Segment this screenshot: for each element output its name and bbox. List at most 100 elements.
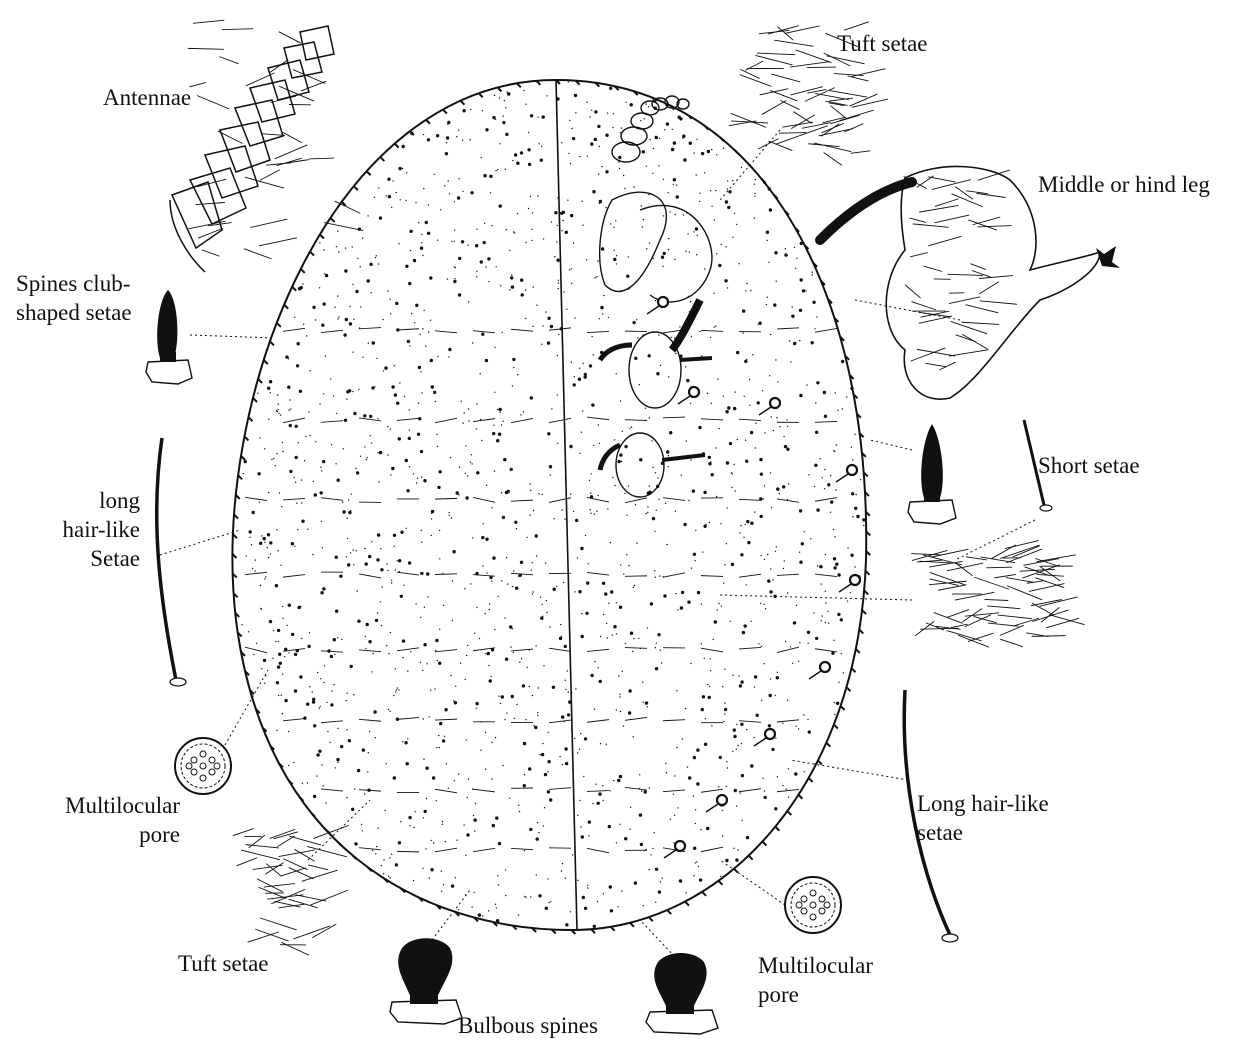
stipple-dot	[525, 318, 526, 319]
stipple-dot	[448, 788, 449, 789]
stipple-dot	[660, 881, 661, 882]
stipple-dot	[651, 440, 652, 441]
stipple-dot	[736, 724, 737, 725]
stipple-dot	[744, 360, 747, 363]
stipple-dot	[567, 670, 568, 671]
pore-stalk	[839, 584, 851, 592]
stipple-dot	[281, 695, 282, 696]
stipple-dot	[431, 510, 434, 513]
marginal-spine	[649, 917, 653, 921]
stipple-dot	[257, 393, 258, 394]
stipple-dot	[696, 861, 697, 862]
stipple-dot	[459, 467, 460, 468]
marginal-setae	[233, 80, 871, 934]
label-antennae: Antennae	[103, 83, 191, 112]
stipple-dot	[644, 118, 645, 119]
stipple-dot	[587, 885, 588, 886]
stipple-dot	[476, 276, 477, 277]
stipple-dot	[378, 263, 379, 264]
stipple-dot	[822, 615, 823, 616]
stipple-dot	[505, 895, 506, 896]
multilocular-pore-right	[785, 877, 841, 933]
pore-stalk	[836, 474, 848, 482]
stipple-dot	[561, 142, 562, 143]
stipple-dot	[580, 826, 581, 827]
stipple-dot	[599, 146, 600, 147]
stipple-dot	[704, 172, 705, 173]
marginal-spine	[236, 495, 240, 499]
stipple-dot	[395, 863, 396, 864]
marginal-spine	[410, 131, 414, 135]
stipple-dot	[575, 112, 576, 113]
stipple-dot	[413, 827, 414, 828]
stipple-dot	[476, 708, 477, 709]
stipple-dot	[640, 120, 641, 121]
stipple-dot	[495, 170, 496, 171]
segment-dash	[701, 419, 723, 420]
stipple-dot	[518, 805, 519, 806]
pore-marker	[765, 729, 775, 739]
stipple-dot	[448, 356, 449, 357]
stipple-dot	[337, 318, 338, 319]
stipple-dot	[676, 184, 677, 185]
stipple-dot	[424, 607, 425, 608]
stipple-dot	[489, 603, 490, 604]
stipple-dot	[371, 442, 372, 443]
stipple-dot	[758, 324, 759, 325]
setae-base-left	[170, 678, 186, 686]
stipple-dot	[538, 687, 539, 688]
marginal-spine	[401, 888, 405, 892]
stipple-dot	[620, 564, 621, 565]
stipple-dot	[321, 764, 322, 765]
stipple-dot	[547, 771, 548, 772]
stipple-dot	[436, 134, 439, 137]
stipple-dot	[536, 837, 539, 840]
stipple-dot	[450, 457, 451, 458]
stipple-dot	[490, 192, 491, 193]
stipple-dot	[609, 790, 610, 791]
stipple-dot	[398, 841, 401, 844]
stipple-dot	[314, 493, 317, 496]
stipple-dot	[557, 355, 558, 356]
stipple-dot	[559, 637, 562, 640]
stipple-dot	[860, 479, 861, 480]
stipple-dot	[784, 253, 787, 256]
stipple-dot	[269, 380, 272, 383]
tuft-hair	[917, 349, 955, 356]
stipple-dot	[276, 730, 277, 731]
stipple-dot	[743, 332, 744, 333]
stipple-dot	[324, 665, 325, 666]
stipple-dot	[685, 366, 686, 367]
stipple-dot	[743, 537, 744, 538]
segment-dash	[663, 498, 685, 501]
stipple-dot	[718, 786, 719, 787]
stipple-dot	[572, 128, 573, 129]
stipple-dot	[451, 884, 454, 887]
stipple-dot	[764, 485, 765, 486]
stipple-dot	[696, 254, 697, 255]
stipple-dot	[737, 745, 738, 746]
stipple-dot	[761, 646, 762, 647]
stipple-dot	[775, 695, 776, 696]
stipple-dot	[606, 623, 607, 624]
stipple-dot	[541, 604, 542, 605]
stipple-dot	[468, 408, 469, 409]
segment-dash	[663, 417, 685, 418]
stipple-dot	[733, 735, 736, 738]
stipple-dot	[347, 563, 350, 566]
stipple-dot	[387, 426, 388, 427]
stipple-dot	[497, 409, 498, 410]
label-spines-club-line2: shaped setae	[16, 298, 132, 327]
stipple-dot	[474, 830, 475, 831]
setae-base-right	[942, 934, 958, 942]
stipple-dot	[610, 590, 613, 593]
stipple-dot	[429, 276, 432, 279]
stipple-dot	[693, 796, 694, 797]
stipple-dot	[808, 643, 809, 644]
stipple-dot	[344, 269, 347, 272]
foreleg-inset	[600, 192, 712, 350]
stipple-dot	[715, 190, 716, 191]
stipple-dot	[473, 818, 476, 821]
stipple-dot	[481, 157, 482, 158]
stipple-dot	[497, 875, 498, 876]
